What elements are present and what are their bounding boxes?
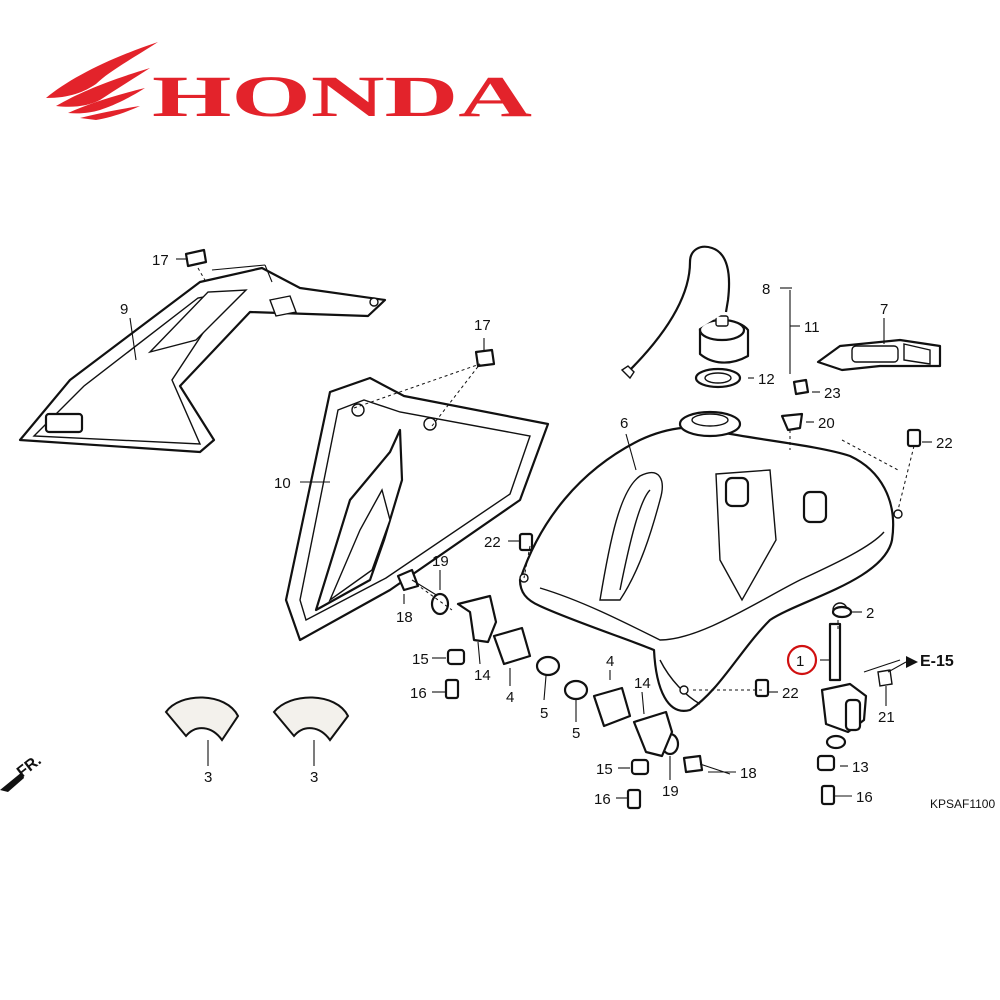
part-label: 19 <box>662 783 679 800</box>
shroud-left <box>18 264 387 454</box>
part-label: 13 <box>852 759 869 776</box>
part-label: 16 <box>856 789 873 806</box>
honda-wing-icon <box>46 42 158 120</box>
foam-pads <box>164 696 350 742</box>
part-label: 20 <box>818 415 835 432</box>
part-label: 5 <box>572 725 580 742</box>
leader-lines <box>129 258 932 799</box>
part-label: 17 <box>152 252 169 269</box>
part-label: 3 <box>204 769 212 786</box>
highlight-circle <box>786 644 818 676</box>
part-label: 16 <box>594 791 611 808</box>
part-label: 17 <box>474 317 491 334</box>
part-label: 6 <box>620 415 628 432</box>
fuel-cock <box>820 602 893 750</box>
part-label: 4 <box>506 689 514 706</box>
diagram-code: KPSAF1100 <box>930 797 995 811</box>
part-label: 22 <box>782 685 799 702</box>
part-label: 5 <box>540 705 548 722</box>
part-label: 10 <box>274 475 291 492</box>
part-label: 3 <box>310 769 318 786</box>
part-label: 4 <box>606 653 614 670</box>
part-label: 21 <box>878 709 895 726</box>
part-label: 11 <box>804 319 820 336</box>
part-label: 7 <box>880 301 888 318</box>
fuel-cap-assembly <box>620 245 750 389</box>
part-label: 14 <box>634 675 651 692</box>
part-label: 16 <box>410 685 427 702</box>
part-label: 2 <box>866 605 874 622</box>
part-label: 9 <box>120 301 128 318</box>
part-label: 23 <box>824 385 841 402</box>
part-label: 22 <box>484 534 501 551</box>
reference-label: E-15 <box>920 653 954 670</box>
brand-wordmark: HONDA <box>152 64 532 129</box>
tank-strap <box>816 338 942 372</box>
part-label: 19 <box>432 553 449 570</box>
part-label: 15 <box>596 761 613 778</box>
part-label: 14 <box>474 667 491 684</box>
part-label: 12 <box>758 371 775 388</box>
part-label: 1 <box>796 653 804 670</box>
part-label: 8 <box>762 281 770 298</box>
part-label: 22 <box>936 435 953 452</box>
reference-arrow <box>887 656 918 673</box>
part-label: 18 <box>740 765 757 782</box>
part-label: 18 <box>396 609 413 626</box>
part-labels: 17 9 17 10 6 8 11 12 7 23 20 22 22 19 18… <box>120 252 995 811</box>
front-direction-marker <box>0 772 24 792</box>
shroud-right <box>284 376 550 642</box>
hardware-fasteners <box>184 248 922 810</box>
part-label: 15 <box>412 651 429 668</box>
fuel-tank <box>518 410 903 712</box>
